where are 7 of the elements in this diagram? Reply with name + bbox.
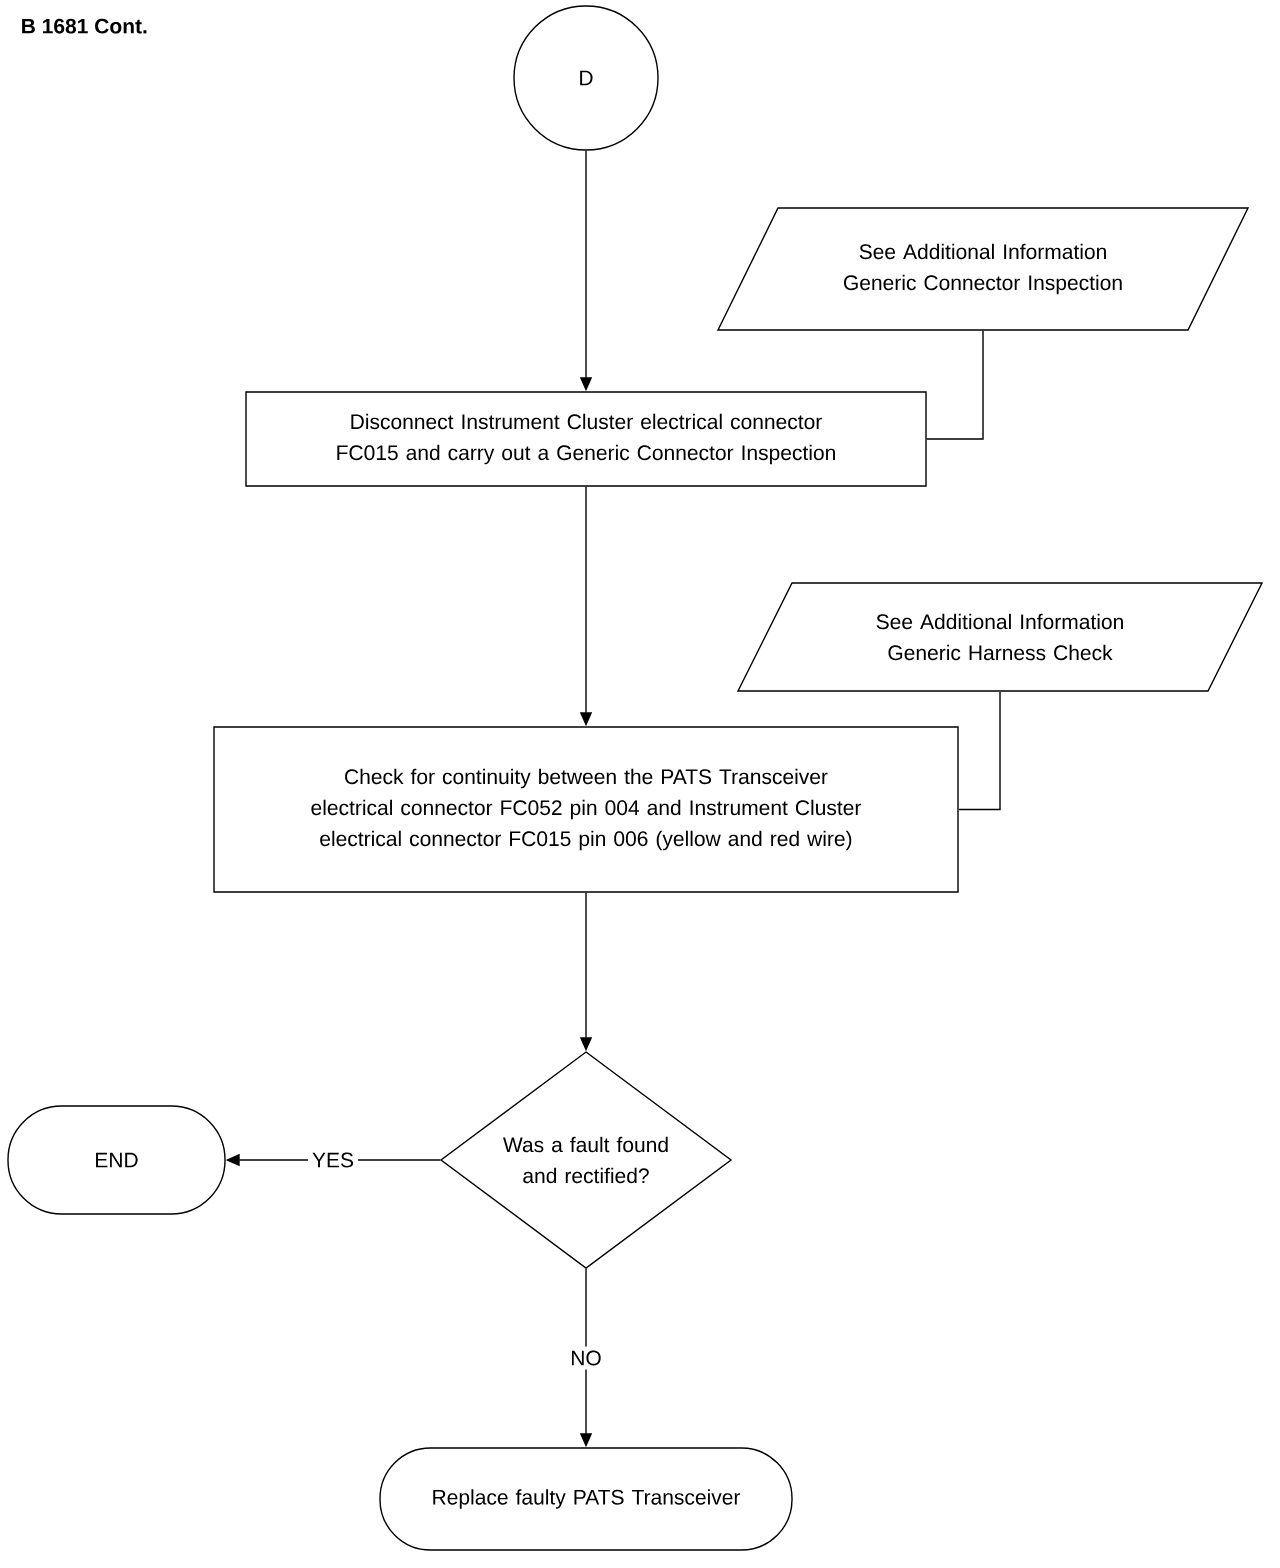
process-box: Check for continuity between the PATS Transceiver electrical connector FC052 pin 004 and Instrument Cluster electrical connector FC015 pin 006 (yellow and red wire) xyxy=(213,726,959,893)
edge-label: YES xyxy=(308,1148,358,1172)
edge-label: NO xyxy=(566,1346,606,1370)
terminal-box: END xyxy=(7,1105,226,1215)
terminal-box: Replace faulty PATS Transceiver xyxy=(379,1447,793,1551)
process-box: Disconnect Instrument Cluster electrical connector FC015 and carry out a Generic Connector Inspection xyxy=(245,391,927,487)
title: B 1681 Cont. xyxy=(22,18,147,34)
